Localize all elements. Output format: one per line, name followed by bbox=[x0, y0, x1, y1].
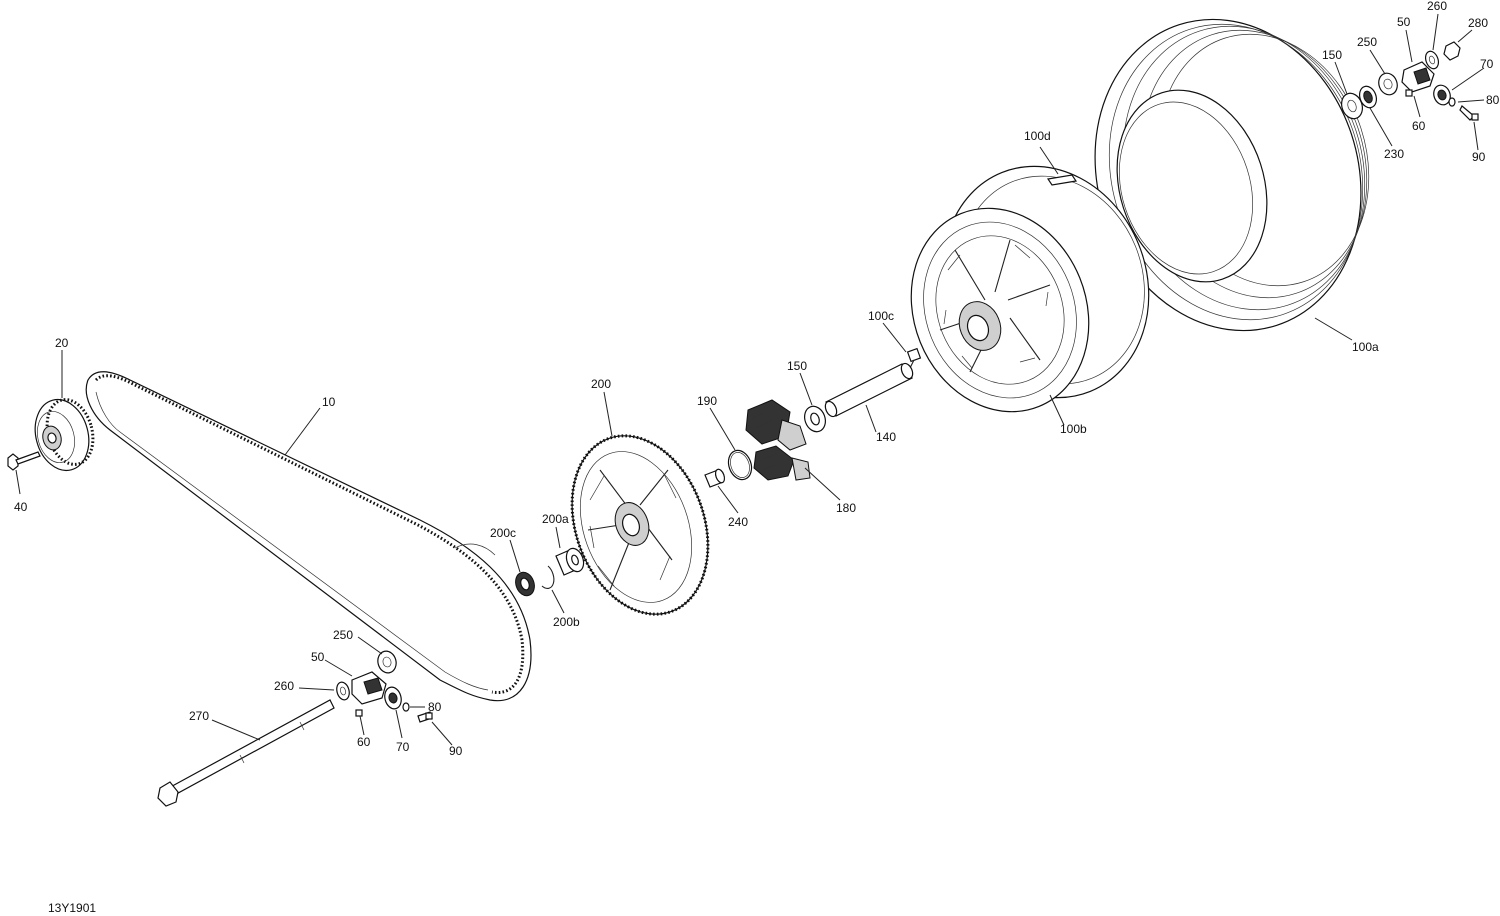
label-180: 180 bbox=[836, 501, 856, 515]
drive-sprocket bbox=[570, 434, 710, 616]
label-190: 190 bbox=[697, 394, 717, 408]
bottom-adjuster-50 bbox=[351, 671, 387, 705]
label-200a: 200a bbox=[542, 512, 569, 526]
bottom-axle bbox=[157, 699, 335, 807]
top-bolt-90 bbox=[1459, 105, 1479, 121]
label-90-top: 90 bbox=[1472, 150, 1486, 164]
label-200: 200 bbox=[591, 377, 611, 391]
wheel-rim bbox=[910, 165, 1150, 413]
bottom-washer-260 bbox=[336, 681, 350, 701]
label-20: 20 bbox=[55, 336, 69, 350]
label-60-bottom: 60 bbox=[357, 735, 371, 749]
label-280: 280 bbox=[1468, 16, 1488, 30]
label-250-bottom: 250 bbox=[333, 628, 353, 642]
top-plate-70 bbox=[1433, 84, 1451, 106]
callout-lines bbox=[15, 13, 1485, 746]
drive-pulley bbox=[34, 398, 95, 472]
wheel-bolt bbox=[906, 347, 922, 369]
cush-drive bbox=[745, 399, 811, 481]
drive-belt bbox=[85, 371, 532, 702]
label-60-top: 60 bbox=[1412, 119, 1426, 133]
label-50-top: 50 bbox=[1397, 15, 1411, 29]
bottom-spacer-250 bbox=[377, 650, 397, 674]
label-260-bottom: 260 bbox=[274, 679, 294, 693]
label-100c: 100c bbox=[868, 309, 894, 323]
label-50-bottom: 50 bbox=[311, 650, 325, 664]
top-adjuster-50 bbox=[1401, 61, 1435, 93]
label-10: 10 bbox=[322, 395, 336, 409]
bearing-mid bbox=[804, 405, 826, 433]
bottom-washer-80 bbox=[402, 702, 410, 712]
bushing bbox=[704, 468, 726, 488]
tire bbox=[1094, 18, 1370, 332]
circlip bbox=[541, 565, 555, 589]
label-40: 40 bbox=[14, 500, 28, 514]
bottom-nut-60 bbox=[355, 709, 363, 717]
label-260-top: 260 bbox=[1427, 0, 1447, 13]
top-washer-260 bbox=[1424, 50, 1440, 70]
valve-stem bbox=[1046, 174, 1078, 186]
top-nut-60 bbox=[1405, 89, 1413, 97]
label-90-bottom: 90 bbox=[449, 744, 463, 758]
label-230: 230 bbox=[1384, 147, 1404, 161]
pulley-bolt bbox=[7, 451, 41, 471]
top-nut-280 bbox=[1443, 41, 1461, 61]
seal bbox=[515, 571, 535, 597]
label-80-bottom: 80 bbox=[428, 700, 442, 714]
label-250-top: 250 bbox=[1357, 35, 1377, 49]
label-100a: 100a bbox=[1352, 340, 1379, 354]
label-150-mid: 150 bbox=[787, 359, 807, 373]
sprocket-bearing bbox=[555, 547, 585, 576]
callout-labels: 20 40 10 200 190 240 150 180 140 100c 10… bbox=[14, 0, 1500, 758]
label-80-top: 80 bbox=[1486, 93, 1500, 107]
diagram-code: 13Y1901 bbox=[48, 901, 96, 915]
top-seal-230 bbox=[1358, 85, 1378, 109]
bottom-plate-70 bbox=[384, 686, 402, 710]
label-100b: 100b bbox=[1060, 422, 1087, 436]
label-200c: 200c bbox=[490, 526, 516, 540]
top-washer-80 bbox=[1448, 97, 1456, 107]
label-200b: 200b bbox=[553, 615, 580, 629]
o-ring bbox=[727, 449, 753, 481]
top-spacer-250 bbox=[1378, 72, 1398, 96]
bottom-bolt-90 bbox=[417, 711, 433, 723]
label-270: 270 bbox=[189, 709, 209, 723]
label-150-top: 150 bbox=[1322, 48, 1342, 62]
spacer-tube bbox=[824, 362, 914, 418]
label-100d: 100d bbox=[1024, 129, 1051, 143]
label-140: 140 bbox=[876, 430, 896, 444]
label-70-top: 70 bbox=[1480, 57, 1494, 71]
label-70-bottom: 70 bbox=[396, 740, 410, 754]
label-240: 240 bbox=[728, 515, 748, 529]
